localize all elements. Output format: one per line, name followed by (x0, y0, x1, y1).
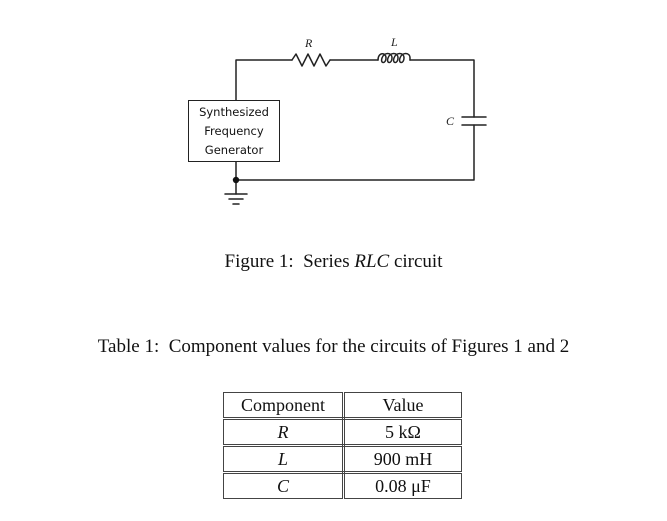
generator-label-line-3: Generator (204, 142, 264, 157)
figure-caption-italic: RLC (354, 251, 390, 272)
table-cell-component: R (223, 418, 345, 447)
table-header-row: Component Value (223, 392, 462, 420)
table-cell-component: L (223, 445, 345, 474)
figure-caption-suffix: circuit (389, 251, 443, 272)
table-header-value: Value (343, 392, 462, 420)
table-cell-component: C (223, 472, 345, 499)
table-row: L 900 mH (223, 445, 462, 474)
ground-node-dot (232, 176, 240, 184)
resistor-symbol (291, 53, 331, 67)
wire-left-top (235, 59, 293, 101)
capacitor-label: C (446, 114, 455, 128)
figure-caption: Figure 1: Series RLC circuit (0, 251, 667, 273)
figure-caption-prefix: Figure 1: Series (224, 251, 355, 272)
table-row: R 5 kΩ (223, 418, 462, 447)
generator-label-line-1: Synthesized (199, 104, 269, 119)
table-header-component: Component (223, 392, 345, 420)
table-cell-value: 5 kΩ (343, 418, 462, 447)
wire-l-to-c (409, 59, 475, 118)
table-caption: Table 1: Component values for the circui… (97, 336, 570, 357)
rlc-circuit-diagram: R L C (224, 35, 487, 205)
inductor-symbol (377, 52, 411, 64)
table-row: C 0.08 μF (223, 472, 462, 499)
table-cell-value: 900 mH (343, 445, 462, 474)
inductor-label: L (390, 35, 398, 49)
frequency-generator-box: Synthesized Frequency Generator (188, 100, 280, 162)
resistor-label: R (304, 36, 313, 50)
wire-return (235, 124, 475, 181)
component-values-table: Component Value R 5 kΩ L 900 mH C 0.08 μ… (223, 392, 462, 499)
generator-label-line-2: Frequency (204, 123, 264, 138)
table-cell-value: 0.08 μF (343, 472, 462, 499)
